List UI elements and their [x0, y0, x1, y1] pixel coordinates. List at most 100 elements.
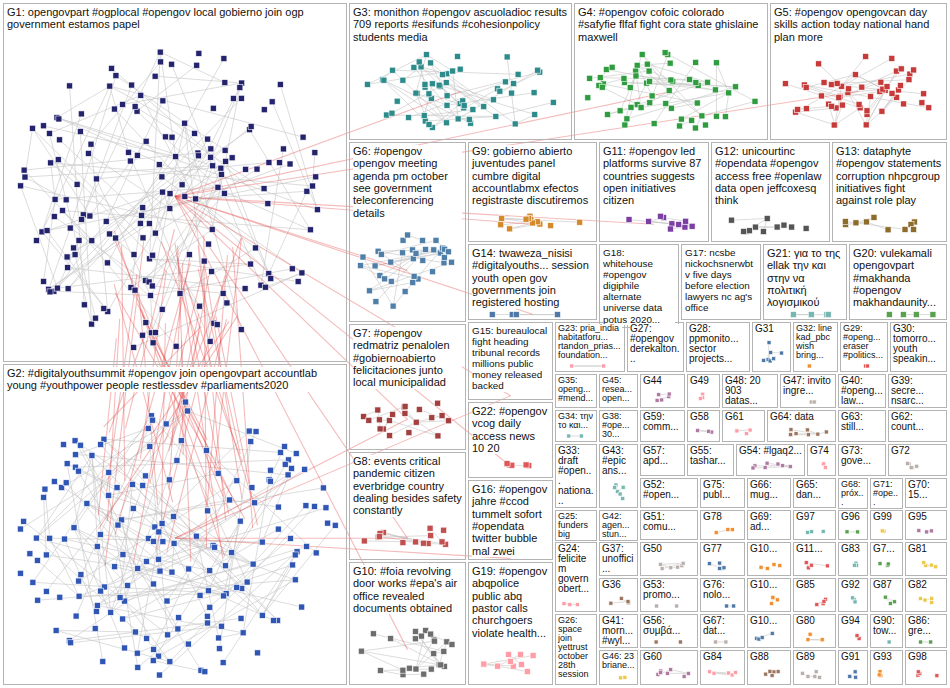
- vertex-icon: [174, 457, 180, 463]
- vertex-icon: [292, 577, 298, 583]
- vertex-icon: [81, 302, 87, 308]
- vertex-icon: [386, 417, 392, 423]
- vertex-icon: [159, 174, 165, 180]
- vertex-icon: [382, 276, 388, 282]
- vertex-icon: [609, 64, 615, 70]
- group-box: G16: #opengov jahre #ccod tummelt sofort…: [468, 480, 553, 560]
- vertex-icon: [443, 80, 449, 86]
- vertex-icon: [214, 322, 220, 328]
- tie-line: [572, 366, 604, 367]
- tie-line: [272, 102, 317, 210]
- group-box: G61: [722, 410, 765, 442]
- vertex-icon: [856, 101, 862, 107]
- group-box: G27: #opengov derekalton...: [627, 322, 684, 372]
- vertex-icon: [568, 603, 572, 607]
- tie-line: [785, 84, 860, 108]
- tie-line: [138, 538, 291, 667]
- vertex-icon: [530, 653, 536, 659]
- vertex-icon: [402, 403, 408, 409]
- vertex-icon: [699, 113, 705, 119]
- vertex-icon: [246, 428, 252, 434]
- vertex-icon: [410, 280, 416, 286]
- vertex-icon: [666, 88, 672, 94]
- vertex-icon: [78, 111, 84, 117]
- tie-line: [79, 420, 153, 581]
- vertex-icon: [208, 146, 214, 152]
- vertex-icon: [789, 433, 793, 437]
- vertex-icon: [406, 115, 412, 121]
- vertex-icon: [18, 183, 24, 189]
- vertex-icon: [431, 247, 437, 253]
- vertex-icon: [160, 539, 166, 545]
- vertex-icon: [97, 532, 103, 538]
- group-label: G14: twaweza_nisisi #digitalyouths... se…: [472, 247, 593, 309]
- tie-line: [608, 103, 650, 115]
- vertex-icon: [413, 419, 419, 425]
- vertex-icon: [696, 428, 700, 432]
- vertex-icon: [420, 257, 426, 263]
- group-label: G65: dan...: [796, 480, 833, 500]
- vertex-icon: [446, 418, 452, 424]
- group-label: G52: #open...: [643, 480, 695, 500]
- group-box: G59: comm...: [640, 410, 685, 442]
- tie-line: [25, 177, 66, 200]
- group-label: G4: #opengov cofoic colorado #safyfie fl…: [578, 6, 764, 43]
- vertex-icon: [694, 100, 700, 106]
- tie-line: [882, 80, 909, 112]
- vertex-icon: [140, 235, 146, 241]
- vertex-icon: [917, 529, 921, 533]
- vertex-icon: [655, 604, 659, 608]
- tie-line: [637, 63, 670, 65]
- group-box: G87: [870, 578, 903, 612]
- vertex-icon: [889, 55, 895, 61]
- group-box: G77: [700, 542, 745, 576]
- vertex-icon: [109, 65, 115, 71]
- tie-line: [280, 84, 317, 209]
- vertex-icon: [634, 62, 640, 68]
- vertex-icon: [657, 393, 661, 397]
- tie-line: [446, 83, 493, 100]
- vertex-icon: [689, 117, 695, 123]
- vertex-icon: [51, 479, 57, 485]
- vertex-icon: [795, 107, 801, 113]
- tie-line: [57, 86, 110, 117]
- group-box: G13: dataphyte #opengov statements corru…: [832, 142, 947, 242]
- vertex-icon: [218, 171, 224, 177]
- vertex-icon: [129, 82, 135, 88]
- vertex-icon: [825, 312, 831, 318]
- vertex-icon: [808, 312, 814, 318]
- vertex-icon: [909, 466, 913, 470]
- vertex-icon: [71, 245, 77, 251]
- tie-line: [50, 538, 79, 596]
- vertex-icon: [918, 596, 922, 600]
- vertex-icon: [922, 561, 926, 565]
- vertex-icon: [808, 632, 812, 636]
- group-box: G35: openg... #mend...: [555, 374, 597, 408]
- vertex-icon: [602, 364, 606, 368]
- vertex-icon: [732, 604, 736, 608]
- tie-line: [97, 469, 304, 605]
- vertex-icon: [663, 101, 669, 107]
- group-label: G11: #opengov led platforms survive 87 c…: [603, 145, 705, 207]
- vertex-icon: [207, 604, 213, 610]
- vertex-icon: [76, 593, 82, 599]
- vertex-icon: [206, 241, 212, 247]
- tie-line: [91, 144, 108, 311]
- vertex-icon: [387, 433, 393, 439]
- vertex-icon: [599, 84, 605, 90]
- vertex-icon: [667, 60, 673, 66]
- vertex-icon: [846, 86, 852, 92]
- vertex-icon: [450, 68, 456, 74]
- vertex-icon: [215, 184, 221, 190]
- group-label: G20: vulekamali opengovpart #makhanda #o…: [853, 247, 943, 309]
- vertex-icon: [897, 83, 903, 89]
- vertex-icon: [117, 594, 123, 600]
- vertex-icon: [853, 600, 857, 604]
- vertex-icon: [621, 75, 627, 81]
- vertex-icon: [74, 181, 80, 187]
- tie-line: [223, 552, 297, 663]
- vertex-icon: [208, 154, 214, 160]
- vertex-icon: [360, 254, 366, 260]
- vertex-icon: [42, 486, 48, 492]
- group-box: G11: #opengov led platforms survive 87 c…: [599, 142, 709, 242]
